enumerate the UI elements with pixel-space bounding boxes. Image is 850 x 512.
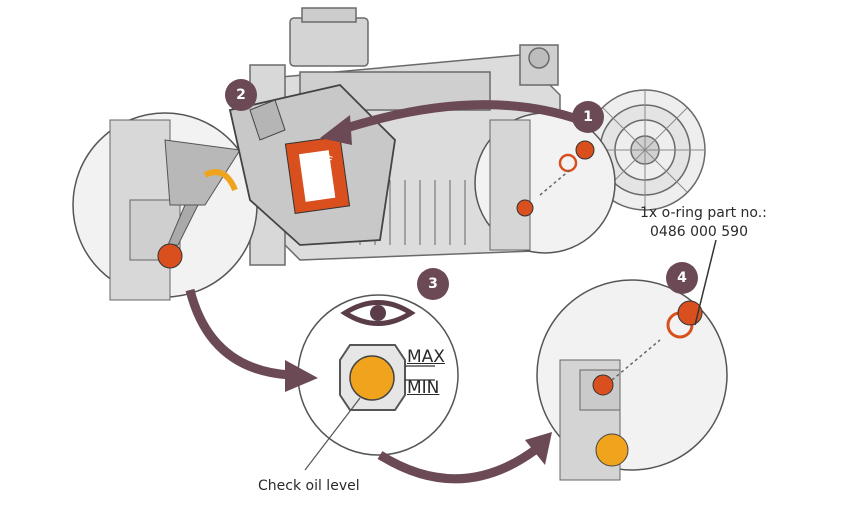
detail-circle-2: [72, 112, 258, 301]
step-badge-2: 2: [225, 79, 257, 111]
oring-leader: [694, 239, 717, 326]
max-level-label: MAX: [407, 347, 445, 367]
check-oil-caption: Check oil level: [258, 478, 360, 494]
arrowhead-3-to-4: [525, 432, 552, 465]
detail-circle-1: [474, 112, 616, 254]
step-badge-3: 3: [417, 268, 449, 300]
arrow-1-to-2: [338, 100, 582, 135]
detail-circle-4: [536, 279, 728, 481]
arrowhead-1-to-2: [320, 115, 352, 145]
arrowhead-2-to-3: [285, 360, 318, 392]
step-badge-1: 1: [572, 101, 604, 133]
detail-circle-3: [297, 294, 459, 471]
oring-label-line1: 1x o-ring part no.:: [640, 205, 767, 221]
arrow-2-to-3: [185, 288, 291, 380]
min-level-label: MIN: [407, 378, 440, 398]
oring-part-number: 0486 000 590: [650, 224, 748, 240]
step-badge-4: 4: [666, 262, 698, 294]
arrow-3-to-4: [377, 446, 538, 484]
